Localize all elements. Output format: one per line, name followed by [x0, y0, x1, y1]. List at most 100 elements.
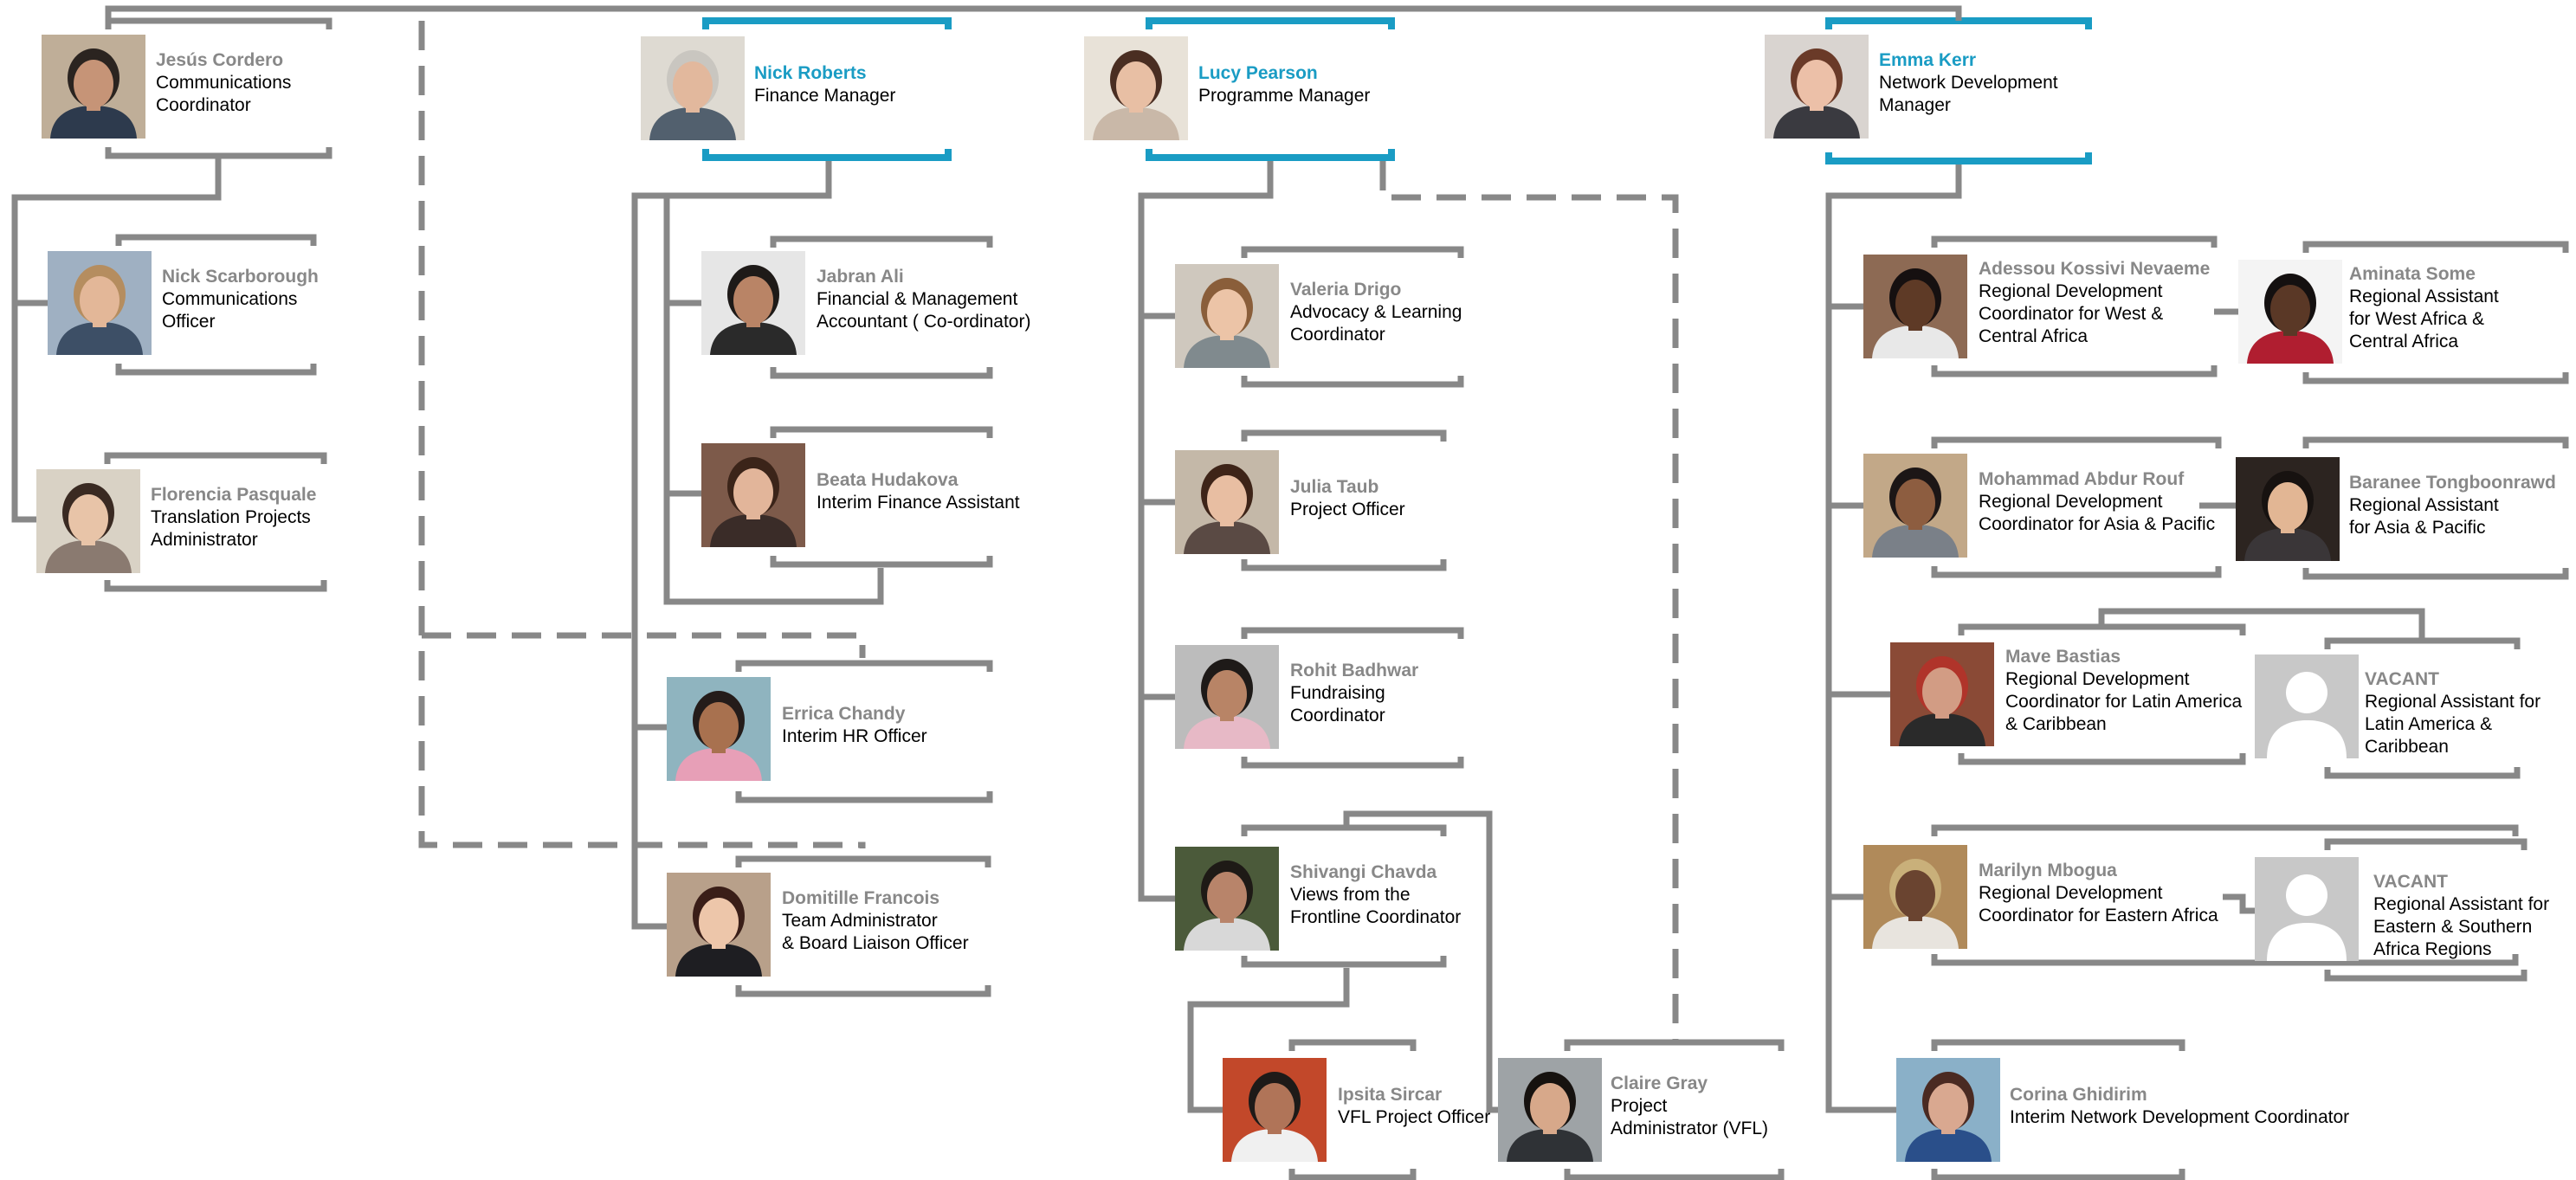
person-name: Errica Chandy: [782, 704, 906, 724]
person-role-line: Latin America &: [2365, 714, 2493, 734]
card-frame-top: [2302, 241, 2569, 253]
card-frame-top: [1241, 627, 1464, 639]
avatar: [2238, 260, 2342, 364]
card-frame-bottom: [770, 556, 993, 568]
person-name: Julia Taub: [1290, 477, 1379, 497]
card-frame-top: [1931, 235, 2218, 248]
avatar: [48, 251, 152, 355]
person-role-line: & Board Liaison Officer: [782, 933, 969, 953]
avatar: [1863, 255, 1967, 358]
person-name: Corina Ghidirim: [2010, 1085, 2147, 1105]
avatar: [2236, 457, 2340, 561]
person-name: Rohit Badhwar: [1290, 661, 1419, 680]
card-frame-bottom: [115, 364, 317, 376]
person-role-line: Translation Projects: [151, 507, 311, 527]
card-frame-bottom: [1931, 365, 2218, 377]
person-role-line: Eastern & Southern: [2373, 917, 2533, 937]
avatar: [1890, 642, 1994, 746]
person-role-line: Team Administrator: [782, 911, 938, 931]
card-frame-bottom: [1931, 1169, 2185, 1180]
avatar: [701, 251, 805, 355]
avatar: [641, 36, 745, 140]
person-name: Mohammad Abdur Rouf: [1979, 469, 2185, 489]
card-frame-bottom: [2302, 568, 2569, 580]
person-role-line: Officer: [162, 312, 216, 332]
card-frame-top: [1564, 1039, 1785, 1051]
avatar: [1175, 264, 1279, 368]
card-frame-top: [1958, 623, 2246, 635]
card-frame-top: [1931, 436, 2222, 448]
person-role-line: Interim Finance Assistant: [817, 493, 1020, 513]
person-role-line: Central Africa: [1979, 326, 2089, 346]
person-role-line: Central Africa: [2349, 332, 2459, 351]
avatar: [667, 677, 771, 781]
card-frame-top: [1825, 17, 2092, 29]
dashed-left-column: [418, 21, 866, 848]
dashed-to-claire: [1379, 161, 1679, 1042]
person-role-line: Financial & Management: [817, 289, 1018, 309]
card-frame-top: [2324, 838, 2528, 850]
card-frame-top: [770, 235, 993, 248]
finance-branch-inner: [663, 196, 884, 605]
card-frame-top: [1931, 1039, 2185, 1051]
person-name: Shivangi Chavda: [1290, 862, 1437, 882]
person-name: Marilyn Mbogua: [1979, 861, 2117, 880]
person-name: Baranee Tongboonrawd: [2349, 473, 2556, 493]
card-frame-bottom: [1931, 954, 2519, 966]
person-role-line: Fundraising: [1290, 683, 1385, 703]
person-name: Aminata Some: [2349, 264, 2476, 284]
person-name: Florencia Pasquale: [151, 485, 317, 505]
person-name: Beata Hudakova: [817, 470, 959, 490]
person-role-line: Administrator: [151, 530, 258, 550]
person-name: Emma Kerr: [1879, 50, 1977, 70]
person-role-line: Views from the: [1290, 885, 1411, 905]
card-frame-bottom: [1958, 753, 2246, 765]
avatar: [42, 35, 145, 139]
person-role-line: Interim Network Development Coordinator: [2010, 1107, 2350, 1127]
avatar: [1223, 1058, 1327, 1162]
card-frame-top: [1288, 1039, 1417, 1051]
avatar: [701, 443, 805, 547]
shivangi-to-claire: [1343, 810, 1498, 1113]
avatar: [1175, 645, 1279, 749]
person-role-line: Africa Regions: [2373, 939, 2492, 959]
card-frame-bottom: [735, 985, 991, 997]
card-frame-top: [1241, 824, 1447, 836]
card-frame-bottom: [105, 147, 332, 159]
person-role-line: Administrator (VFL): [1611, 1119, 1769, 1138]
person-name: Lucy Pearson: [1198, 63, 1318, 83]
avatar: [1765, 35, 1869, 139]
card-frame-bottom: [2324, 767, 2521, 779]
avatar: [1863, 454, 1967, 558]
person-name: Nick Scarborough: [162, 267, 319, 287]
person-role-line: Regional Development: [1979, 281, 2163, 301]
person-role-line: Manager: [1879, 95, 1951, 115]
avatar: [667, 873, 771, 977]
person-role-line: Programme Manager: [1198, 86, 1371, 106]
card-frame-bottom: [1564, 1169, 1785, 1180]
person-role-line: & Caribbean: [2005, 714, 2107, 734]
card-frame-bottom: [1931, 566, 2222, 578]
card-frame-bottom: [2324, 970, 2528, 982]
card-frame-bottom: [1825, 152, 2092, 164]
person-role-line: Coordinator: [156, 95, 251, 115]
card-frame-bottom: [770, 367, 993, 379]
avatar: [1863, 845, 1967, 949]
person-role-line: Advocacy & Learning: [1290, 302, 1462, 322]
person-role-line: VFL Project Officer: [1338, 1107, 1491, 1127]
person-role-line: Regional Assistant: [2349, 287, 2499, 306]
person-name: Mave Bastias: [2005, 647, 2121, 667]
person-role-line: Caribbean: [2365, 737, 2449, 757]
